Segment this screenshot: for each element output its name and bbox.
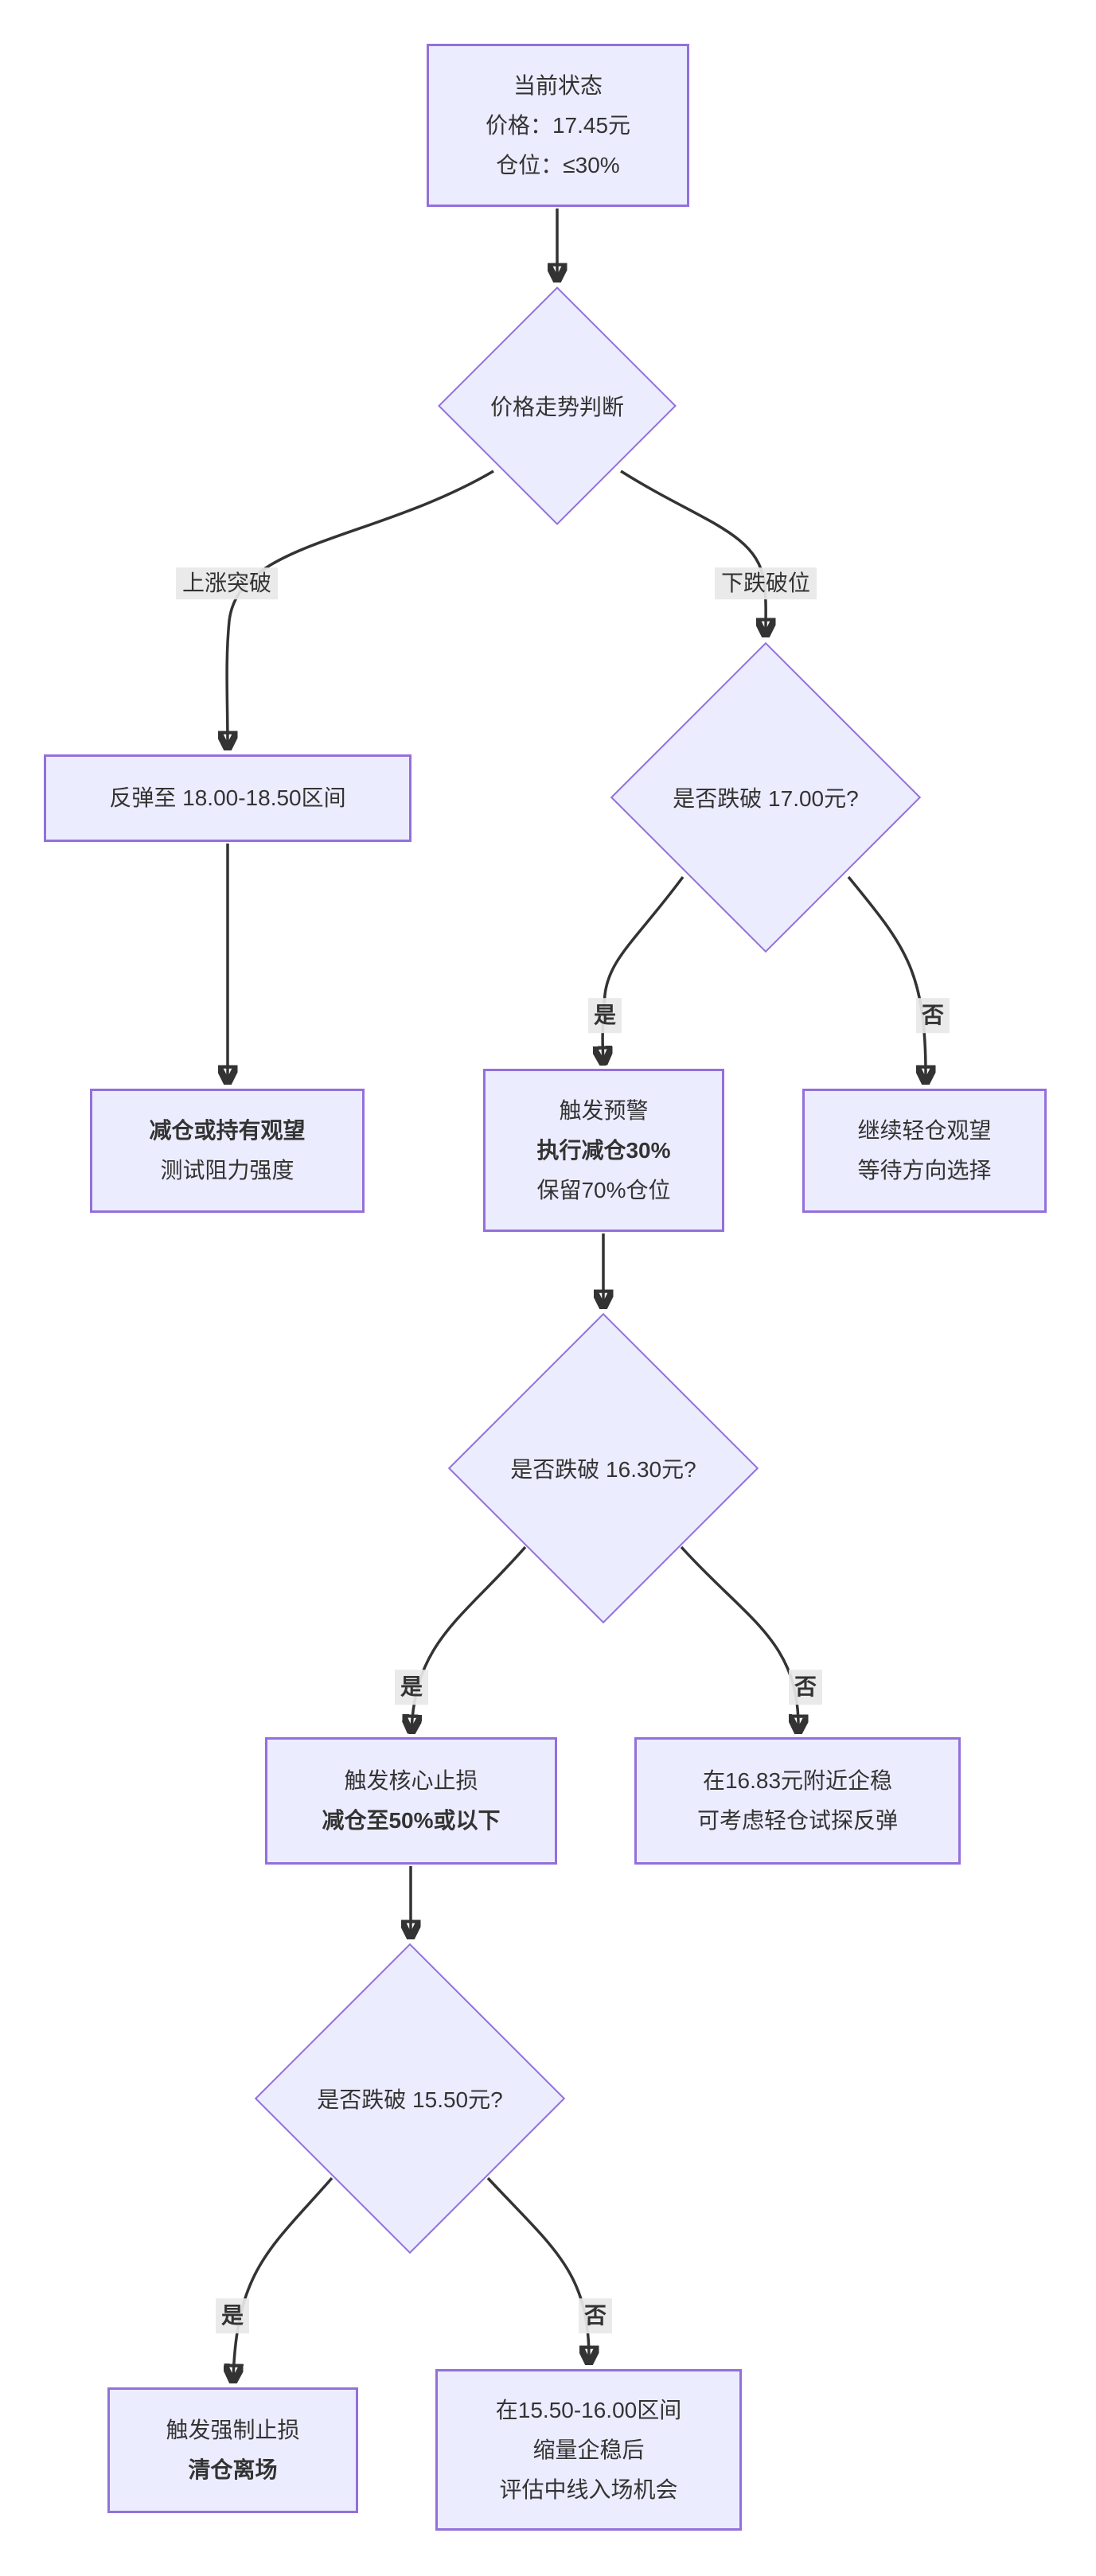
node-stabilize-range-line3: 评估中线入场机会 [499, 2477, 678, 2502]
node-core-stop-line2: 减仓至50%或以下 [322, 1808, 501, 1833]
node-stabilize-1683-line1: 在16.83元附近企稳 [702, 1768, 893, 1793]
edge-label-no-1700: 否 [915, 998, 950, 1033]
node-warning-reduce-line3: 保留70%仓位 [536, 1177, 671, 1202]
node-keep-light-line2: 等待方向选择 [857, 1158, 992, 1183]
node-reduce-or-hold: 减仓或持有观望 测试阻力强度 [90, 1089, 365, 1213]
node-warning-reduce: 触发预警 执行减仓30% 保留70%仓位 [483, 1069, 724, 1232]
node-stabilize-range: 在15.50-16.00区间 缩量企稳后 评估中线入场机会 [435, 2369, 742, 2531]
node-keep-light: 继续轻仓观望 等待方向选择 [802, 1089, 1047, 1213]
node-forced-stop: 触发强制止损 清仓离场 [107, 2387, 358, 2513]
node-stabilize-1683-line2: 可考虑轻仓试探反弹 [696, 1808, 898, 1833]
edge-label-up-break: 上涨突破 [175, 567, 279, 599]
node-warning-reduce-line2: 执行减仓30% [536, 1137, 671, 1163]
edge-q1700-yes-to-warning [603, 875, 685, 1062]
edge-q1700-no-to-keep-light [847, 875, 926, 1081]
node-current-state-line3: 仓位：≤30% [496, 152, 620, 177]
node-q-break-1550-label: 是否跌破 15.50元? [317, 2087, 503, 2112]
node-stabilize-range-line2: 缩量企稳后 [532, 2437, 645, 2462]
edge-label-yes-1550: 是 [215, 2298, 250, 2333]
node-core-stop-line1: 触发核心止损 [344, 1768, 478, 1793]
node-current-state-line2: 价格：17.45元 [485, 112, 631, 138]
node-current-state-line1: 当前状态 [513, 72, 603, 98]
node-keep-light-line1: 继续轻仓观望 [857, 1118, 992, 1143]
edge-label-yes-1630: 是 [394, 1670, 429, 1705]
node-q-break-1630: 是否跌破 16.30元? [447, 1312, 759, 1624]
node-reduce-or-hold-line1: 减仓或持有观望 [149, 1118, 306, 1143]
node-reduce-or-hold-line2: 测试阻力强度 [160, 1158, 294, 1183]
edge-label-no-1550: 否 [578, 2298, 613, 2333]
node-q-break-1630-label: 是否跌破 16.30元? [510, 1457, 696, 1482]
node-q-break-1550: 是否跌破 15.50元? [254, 1943, 566, 2254]
node-warning-reduce-line1: 触发预警 [559, 1097, 649, 1123]
node-stabilize-1683: 在16.83元附近企稳 可考虑轻仓试探反弹 [634, 1737, 961, 1865]
node-trend-judgement-label: 价格走势判断 [489, 395, 624, 419]
node-q-break-1700-label: 是否跌破 17.00元? [673, 786, 859, 811]
node-forced-stop-line2: 清仓离场 [188, 2457, 278, 2482]
node-current-state: 当前状态 价格：17.45元 仓位：≤30% [427, 44, 689, 207]
node-core-stop: 触发核心止损 减仓至50%或以下 [265, 1737, 557, 1865]
edge-label-no-1630: 否 [788, 1670, 823, 1705]
node-rebound-target-label: 反弹至 18.00-18.50区间 [109, 785, 346, 810]
node-forced-stop-line1: 触发强制止损 [166, 2418, 300, 2442]
node-stabilize-range-line1: 在15.50-16.00区间 [495, 2397, 682, 2422]
edge-trend-to-q1700 [620, 470, 766, 633]
node-rebound-target: 反弹至 18.00-18.50区间 [44, 754, 411, 842]
edge-q1550-yes-to-forced-stop [233, 2177, 333, 2379]
node-q-break-1700: 是否跌破 17.00元? [610, 641, 922, 953]
node-trend-judgement: 价格走势判断 [438, 286, 677, 525]
edge-label-yes-1700: 是 [587, 998, 622, 1033]
edge-label-down-break: 下跌破位 [714, 567, 817, 599]
